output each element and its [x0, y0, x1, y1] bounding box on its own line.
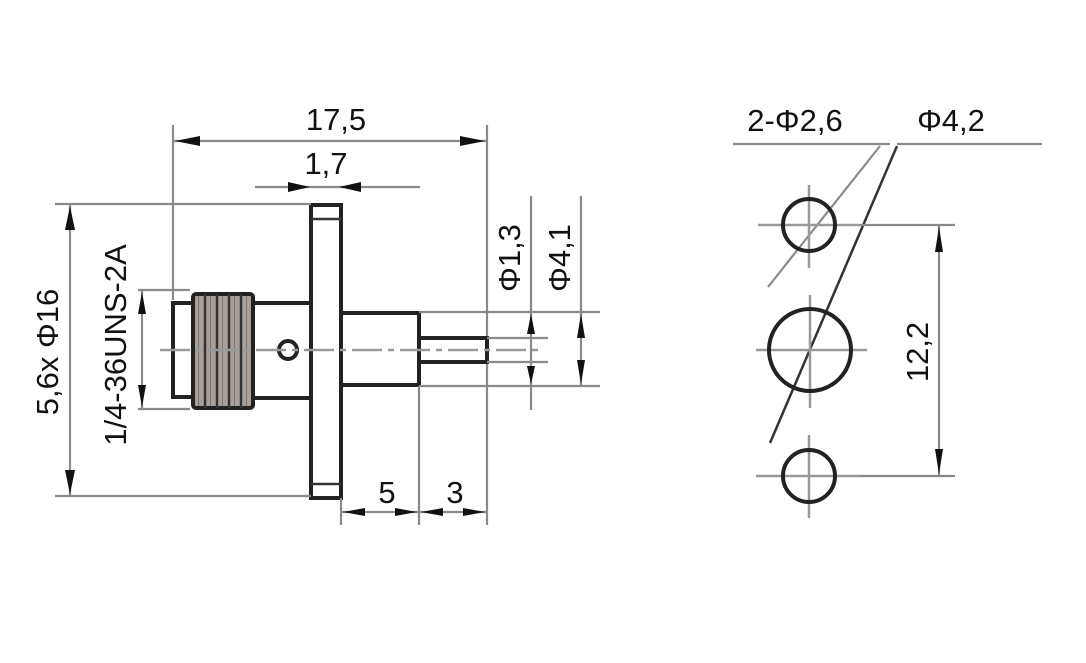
- arrow-icon: [421, 508, 443, 516]
- thread-spec-label: 1/4-36UNS-2A: [98, 244, 133, 446]
- center-hole: [767, 307, 853, 393]
- arrow-icon: [935, 227, 943, 252]
- arrow-icon: [138, 292, 146, 314]
- arrow-icon: [175, 136, 200, 146]
- arrow-icon: [527, 314, 535, 334]
- arrow-icon: [343, 508, 365, 516]
- arrow-icon: [463, 508, 485, 516]
- pin-length-label: 3: [446, 475, 463, 510]
- leader-line-mount-holes: [767, 145, 881, 288]
- mount-hole-bottom: [781, 448, 837, 504]
- center-hole-label: Φ4,2: [917, 103, 985, 138]
- side-view: 17,5 1,7 5,6x Φ16 1/4-36UNS-2A: [30, 102, 600, 525]
- arrow-icon: [339, 182, 361, 192]
- body-diameter-label: Φ4,1: [542, 224, 577, 292]
- panel-cutout-view: 2-Φ2,6 Φ4,2 12,2: [733, 103, 1042, 518]
- flange-thickness-label: 1,7: [304, 146, 347, 181]
- pin-diameter-label: Φ1,3: [492, 224, 527, 292]
- overall-length-label: 17,5: [306, 102, 366, 137]
- arrow-icon: [288, 182, 310, 192]
- arrow-icon: [65, 206, 75, 230]
- arrow-icon: [527, 366, 535, 384]
- flange-label: 5,6x Φ16: [30, 289, 65, 415]
- hole-spacing-label: 12,2: [900, 322, 935, 382]
- arrow-icon: [138, 385, 146, 407]
- arrow-icon: [460, 136, 485, 146]
- mount-hole-top: [781, 197, 837, 253]
- mount-holes-label: 2-Φ2,6: [747, 103, 842, 138]
- flange: [309, 203, 343, 500]
- arrow-icon: [395, 508, 417, 516]
- arrow-icon: [65, 470, 75, 494]
- arrow-icon: [935, 449, 943, 474]
- arrow-icon: [577, 360, 585, 384]
- leader-line-center-hole: [768, 145, 899, 444]
- body-length-label: 5: [378, 475, 395, 510]
- arrow-icon: [577, 314, 585, 338]
